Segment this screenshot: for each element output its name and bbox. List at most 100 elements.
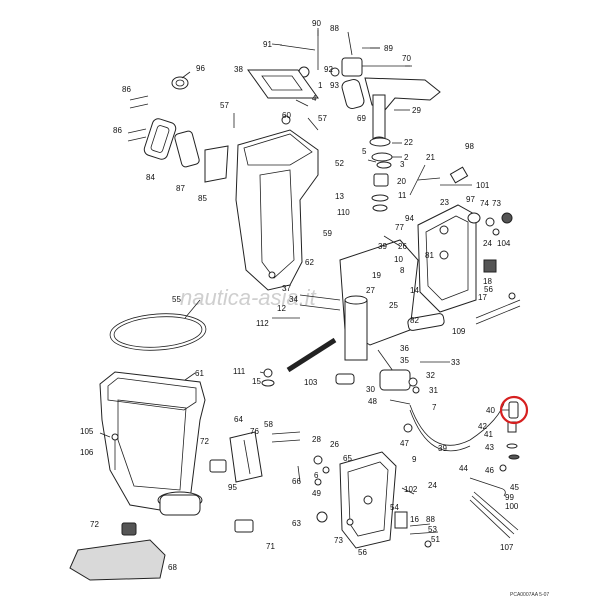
label-53: 53	[428, 525, 437, 534]
label-48: 48	[368, 397, 377, 406]
part-labels: 90 88 91 89 70 92 38 96 93 1 86 57 4 60 …	[80, 19, 519, 572]
label-88-lower: 88	[426, 515, 435, 524]
label-93: 93	[330, 81, 339, 90]
label-95: 95	[228, 483, 237, 492]
label-3: 3	[400, 160, 405, 169]
mount-84-part	[143, 118, 177, 160]
spring-102-part	[469, 491, 519, 539]
label-87: 87	[176, 184, 185, 193]
label-46: 46	[485, 466, 494, 475]
label-105: 105	[80, 427, 94, 436]
label-42: 42	[478, 422, 487, 431]
label-9: 9	[412, 455, 417, 464]
label-18: 18	[483, 277, 492, 286]
exhaust-housing-59-part	[235, 129, 319, 291]
label-31: 31	[429, 386, 438, 395]
label-74: 74	[480, 199, 489, 208]
label-39: 39	[378, 242, 387, 251]
label-101: 101	[476, 181, 490, 190]
figure-reference: PCA0007AA 5-07	[510, 592, 549, 598]
clamp-left-part	[339, 451, 397, 549]
label-58: 58	[264, 420, 273, 429]
label-71: 71	[266, 542, 275, 551]
block-72-upper	[209, 459, 227, 473]
highlight-circle	[499, 395, 529, 425]
link-44-part	[469, 464, 507, 497]
label-97: 97	[466, 195, 475, 204]
tilt-tube-part	[475, 292, 521, 325]
label-69: 69	[357, 114, 366, 123]
label-43: 43	[485, 443, 494, 452]
label-8: 8	[400, 266, 405, 275]
label-2: 2	[404, 153, 409, 162]
label-103: 103	[304, 378, 318, 387]
label-57-left: 57	[220, 101, 229, 110]
label-56-lower: 56	[358, 548, 367, 557]
label-35: 35	[400, 356, 409, 365]
label-24: 24	[483, 239, 492, 248]
label-10: 10	[394, 255, 403, 264]
label-104: 104	[497, 239, 511, 248]
shift-cable-39-part	[389, 399, 506, 452]
label-61: 61	[195, 369, 204, 378]
hardware-bottom-right	[394, 487, 439, 548]
bolts-58-part	[271, 431, 301, 443]
label-37: 37	[282, 284, 291, 293]
leader-lines	[99, 28, 509, 438]
label-59: 59	[323, 229, 332, 238]
label-89: 89	[384, 44, 393, 53]
label-54: 54	[390, 503, 399, 512]
label-84: 84	[146, 173, 155, 182]
label-62: 62	[305, 258, 314, 267]
bolts-57-60-part	[233, 99, 319, 131]
label-15: 15	[252, 377, 261, 386]
label-73: 73	[492, 199, 501, 208]
pins-86-part	[127, 95, 149, 142]
mount-87-part	[174, 130, 200, 168]
o-ring-55-part	[109, 313, 207, 351]
label-7: 7	[432, 403, 437, 412]
label-45: 45	[510, 483, 519, 492]
label-23: 23	[440, 198, 449, 207]
part-40-highlighted[interactable]	[499, 395, 529, 425]
label-86-top: 86	[122, 85, 131, 94]
label-92: 92	[324, 65, 333, 74]
pin-106-part	[111, 433, 119, 470]
label-32: 32	[426, 371, 435, 380]
shift-linkage-part	[377, 349, 450, 394]
bracket-64-part	[229, 431, 263, 483]
label-99: 99	[505, 493, 514, 502]
label-86-bottom: 86	[113, 126, 122, 135]
label-4: 4	[312, 94, 317, 103]
small-parts-97-104	[467, 212, 513, 273]
label-24-lower: 24	[428, 481, 437, 490]
clamp-bracket-part	[272, 239, 445, 361]
label-47: 47	[400, 439, 409, 448]
label-90: 90	[312, 19, 321, 28]
label-76: 76	[250, 427, 259, 436]
label-5: 5	[362, 147, 367, 156]
gasket-85-part	[204, 145, 229, 183]
anode-95-part	[157, 491, 203, 516]
label-98: 98	[465, 142, 474, 151]
label-52: 52	[335, 159, 344, 168]
label-16: 16	[410, 515, 419, 524]
label-44: 44	[459, 464, 468, 473]
bushings-group	[369, 137, 393, 212]
cover-65-part	[69, 539, 166, 581]
label-55: 55	[172, 295, 181, 304]
label-112: 112	[256, 319, 269, 328]
label-68: 68	[168, 563, 177, 572]
label-96: 96	[196, 64, 205, 73]
label-60: 60	[282, 111, 291, 120]
label-22: 22	[404, 138, 413, 147]
label-65: 65	[343, 454, 352, 463]
label-13: 13	[335, 192, 344, 201]
watermark-text: nautica-asia.it	[180, 285, 317, 310]
swivel-bracket-23-part	[417, 204, 477, 313]
label-82: 82	[410, 316, 419, 325]
small-parts-41-43	[506, 421, 520, 460]
collar-103-part	[335, 373, 355, 385]
label-6: 6	[314, 471, 319, 480]
